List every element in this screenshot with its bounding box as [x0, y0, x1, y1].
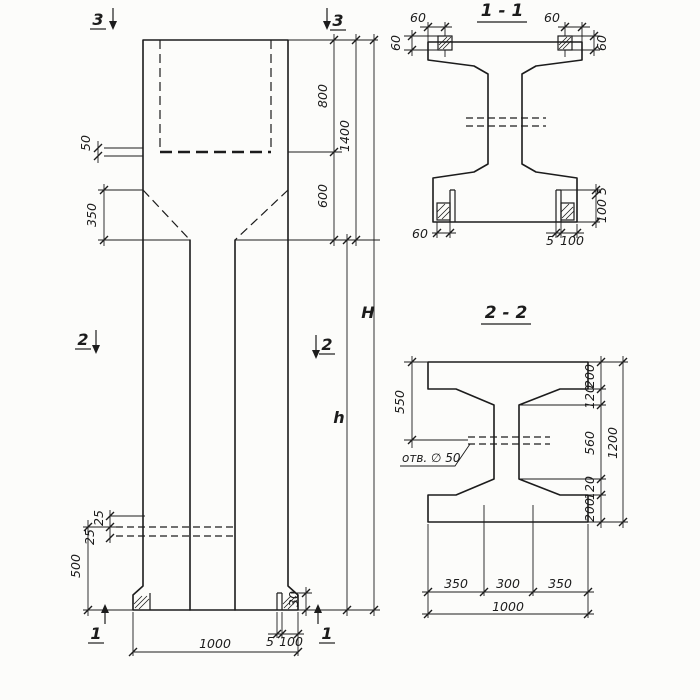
s22-dim-350-right: 350	[548, 576, 572, 591]
s22-dim-1000: 1000	[492, 599, 524, 614]
section-1-1-extension-lines	[404, 22, 600, 238]
s11-dim-5-right: 5	[594, 187, 609, 195]
dim-30: 30	[286, 591, 301, 607]
section-2-2-dimension-ticks	[407, 357, 628, 619]
recess-hidden-lines	[159, 40, 272, 152]
hole-label-leader	[400, 443, 471, 467]
embed-angle-bottom-right-plate	[555, 189, 562, 222]
s22-dim-350-left: 350	[444, 576, 468, 591]
s11-dim-100-right: 100	[594, 199, 609, 223]
dim-foot-5: 5	[266, 634, 274, 649]
s11-dim-60-top-right: 60	[544, 10, 560, 25]
embed-plate-top-left-hatch	[438, 36, 452, 50]
section-1-1-outline	[427, 41, 583, 223]
section-mark-1-left-label: 1	[90, 624, 101, 643]
section-mark-2-right: 2	[312, 335, 335, 359]
s11-dim-60-right: 60	[594, 35, 609, 51]
s11-dim-60-top-left: 60	[410, 10, 426, 25]
foot-hatch-right	[282, 595, 298, 610]
embed-angle-bottom-left-plate	[449, 189, 456, 222]
s11-dim-5-bottom: 5	[546, 233, 554, 248]
elevation-dimension-ticks	[83, 35, 379, 657]
column-outline	[132, 39, 299, 611]
s22-dim-200-bottom: 200	[582, 498, 597, 522]
dim-500: 500	[68, 554, 83, 578]
section-2-2-hole-lines	[468, 436, 550, 445]
hole-label: отв. ∅ 50	[402, 451, 461, 465]
section-1-1-hole-lines	[466, 117, 546, 127]
section-mark-3-left: 3	[90, 8, 117, 30]
section-2-2-extension-lines	[404, 356, 628, 618]
section-2-2-view: 2 - 2 отв. ∅ 50 550 200 120 560 120 200 …	[392, 303, 628, 619]
section-1-1-view: 1 - 1 60 60 60 60 60 5 100 5 100	[388, 1, 609, 248]
section-mark-3-right: 3	[323, 8, 346, 31]
section-mark-2-left: 2	[75, 330, 100, 354]
column-web-lines	[189, 239, 236, 611]
section-2-2-outline	[427, 361, 589, 523]
section-mark-3-left-label: 3	[92, 10, 103, 29]
foot-hatch-left	[133, 595, 150, 610]
embed-angle-bottom-right-hatch	[560, 203, 575, 220]
dim-foot-100: 100	[279, 634, 303, 649]
section-mark-3-right-label: 3	[332, 11, 343, 30]
section-mark-1-left: 1	[88, 604, 109, 644]
s11-dim-60-bottom-left: 60	[412, 226, 428, 241]
s11-dim-100-bottom: 100	[560, 233, 584, 248]
hole-hidden-lines	[116, 526, 237, 537]
dim-plate-50: 50	[78, 135, 93, 151]
s22-dim-200-top: 200	[582, 364, 597, 388]
s22-dim-300: 300	[496, 576, 520, 591]
dim-height-h: h	[333, 408, 344, 427]
s22-dim-120-top: 120	[582, 385, 597, 409]
dim-hole-25a: 25	[91, 510, 106, 526]
elevation-view: 50 350 800 600 1400 H h 25 25 500 30 5 1…	[68, 8, 380, 657]
section-2-2-title: 2 - 2	[485, 303, 528, 323]
dim-taper-350: 350	[84, 203, 99, 227]
section-mark-2-right-label: 2	[321, 335, 332, 354]
section-1-1-title: 1 - 1	[481, 1, 524, 21]
section-mark-1-right-label: 1	[321, 624, 332, 643]
dim-800: 800	[315, 84, 330, 108]
section-mark-2-left-label: 2	[77, 330, 88, 349]
dim-hole-25b: 25	[82, 529, 97, 545]
s22-dim-560: 560	[582, 431, 597, 455]
s22-dim-1200: 1200	[605, 427, 620, 459]
foot-detail-lines	[149, 592, 283, 610]
elevation-extension-lines	[83, 34, 380, 656]
dim-width-1000: 1000	[199, 636, 231, 651]
dim-height-H: H	[361, 303, 375, 322]
s11-dim-60-left: 60	[388, 35, 403, 51]
s22-dim-550: 550	[392, 390, 407, 414]
embed-angle-bottom-left-hatch	[436, 203, 451, 220]
s22-dim-120-bottom: 120	[582, 476, 597, 500]
section-mark-1-right: 1	[314, 604, 335, 644]
embed-plate-stubs	[444, 50, 566, 57]
dim-1400: 1400	[337, 120, 352, 152]
section-1-1-dimension-ticks	[407, 22, 601, 238]
dim-600: 600	[315, 184, 330, 208]
embed-plate-top-right-hatch	[558, 36, 572, 50]
taper-hidden-lines	[142, 189, 289, 241]
